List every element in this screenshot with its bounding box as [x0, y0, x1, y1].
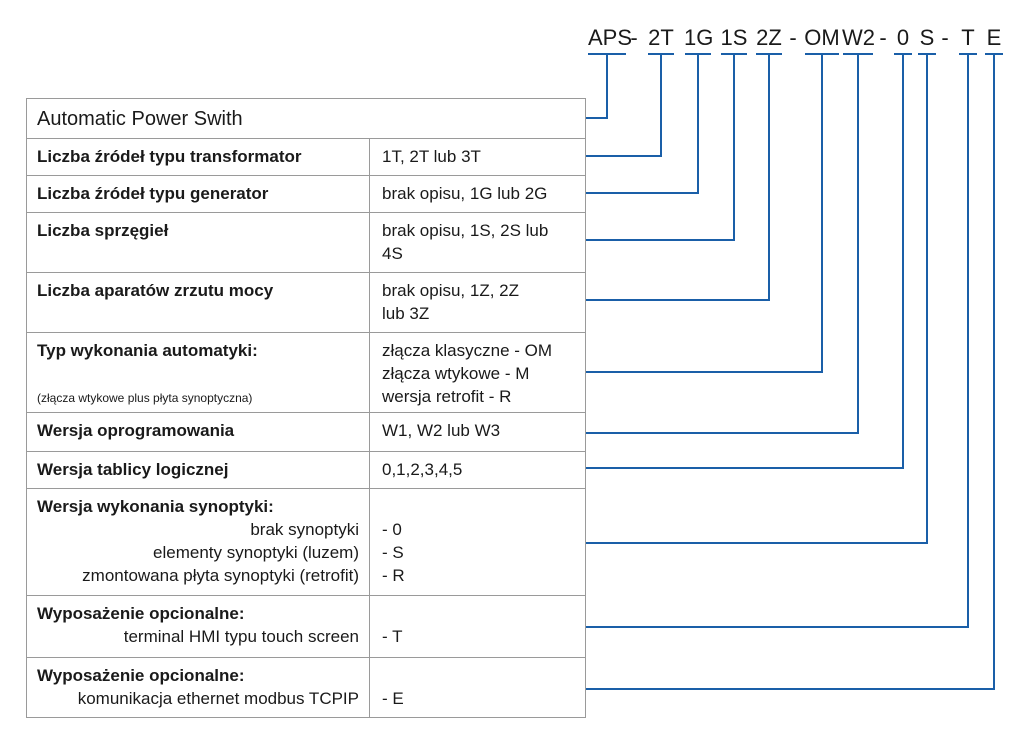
row-value-line: - 0 — [382, 520, 402, 539]
code-segment-generators: 1G — [684, 25, 714, 50]
row-value: 0,1,2,3,4,5 — [382, 460, 463, 479]
table-row: Typ wykonania automatyki: (złącza wtykow… — [27, 332, 585, 412]
code-underline — [756, 53, 782, 55]
row-label: Wersja oprogramowania — [37, 421, 235, 440]
code-underline — [843, 53, 873, 55]
row-sub-line: elementy synoptyki (luzem) — [153, 543, 359, 562]
row-value-line: wersja retrofit - R — [382, 387, 512, 406]
connector-software — [586, 54, 859, 434]
row-sub-line: komunikacja ethernet modbus TCPIP — [77, 689, 359, 708]
row-value-line: 4S — [382, 244, 403, 263]
row-value: - E — [382, 689, 404, 708]
code-segment-automation-type: OM — [804, 25, 840, 50]
code-underline — [959, 53, 977, 55]
code-underline — [588, 53, 626, 55]
table-row: Liczba aparatów zrzutu mocy brak opisu, … — [27, 272, 585, 332]
table-row: Wyposażenie opcionalne: komunikacja ethe… — [27, 657, 585, 718]
table-row: Liczba źródeł typu transformator 1T, 2T … — [27, 138, 585, 175]
row-value-line: złącza klasyczne - OM — [382, 341, 553, 360]
connector-logic-table — [586, 54, 904, 469]
row-label: Wersja wykonania synoptyki: — [37, 497, 274, 516]
connector-automation-type — [586, 54, 823, 373]
row-value: 1T, 2T lub 3T — [382, 147, 481, 166]
row-label: Wersja tablicy logicznej — [37, 460, 229, 479]
code-separator: - — [630, 25, 638, 50]
code-underline — [918, 53, 936, 55]
row-value-line: - S — [382, 543, 404, 562]
code-separator: - — [879, 25, 887, 50]
code-segment-hmi: T — [961, 25, 975, 50]
row-value-line: - R — [382, 566, 405, 585]
row-label: Wyposażenie opcionalne: — [37, 604, 245, 623]
table-row: Wyposażenie opcionalne: terminal HMI typ… — [27, 595, 585, 657]
row-value: - T — [382, 627, 403, 646]
code-separator: - — [941, 25, 949, 50]
row-sub-line: brak synoptyki — [250, 520, 359, 539]
row-note: (złącza wtykowe plus płyta synoptyczna) — [37, 391, 253, 405]
connector-aps — [586, 54, 608, 119]
spec-table: Automatic Power Swith Liczba źródeł typu… — [26, 98, 586, 718]
connector-synoptic — [586, 54, 928, 544]
row-label: Liczba źródeł typu generator — [37, 184, 269, 203]
code-segment-ethernet: E — [986, 25, 1002, 50]
row-value-line: złącza wtykowe - M — [382, 364, 530, 383]
code-segment-synoptic: S — [919, 25, 935, 50]
code-separator: - — [789, 25, 797, 50]
connector-hmi — [586, 54, 969, 628]
row-label: Typ wykonania automatyki: — [37, 341, 258, 360]
connector-load-shedding — [586, 54, 770, 301]
table-title-row: Automatic Power Swith — [27, 99, 585, 138]
connector-transformers — [586, 54, 662, 157]
row-value-line: lub 3Z — [382, 304, 430, 323]
code-underline — [721, 53, 747, 55]
row-label: Wyposażenie opcionalne: — [37, 666, 245, 685]
code-underline — [805, 53, 839, 55]
code-underline — [985, 53, 1003, 55]
row-label: Liczba aparatów zrzutu mocy — [37, 281, 274, 300]
code-segment-logic-table: 0 — [896, 25, 910, 50]
connector-couplers — [586, 54, 735, 241]
row-value-line: brak opisu, 1Z, 2Z — [382, 281, 520, 300]
code-segment-load-shedding: 2Z — [756, 25, 782, 50]
code-segment-software: W2 — [842, 25, 875, 50]
row-label: Liczba sprzęgieł — [37, 221, 169, 240]
row-value: brak opisu, 1G lub 2G — [382, 184, 548, 203]
connector-ethernet — [586, 54, 995, 690]
code-segment-couplers: 1S — [720, 25, 748, 50]
table-row: Wersja tablicy logicznej 0,1,2,3,4,5 — [27, 451, 585, 488]
table-row: Wersja oprogramowania W1, W2 lub W3 — [27, 412, 585, 451]
code-segment-transformers: 2T — [648, 25, 674, 50]
row-sub-line: terminal HMI typu touch screen — [123, 627, 359, 646]
table-row: Wersja wykonania synoptyki: brak synopty… — [27, 488, 585, 595]
code-underline — [685, 53, 711, 55]
connector-generators — [586, 54, 699, 194]
code-underline — [648, 53, 674, 55]
code-segment-aps: APS — [588, 25, 633, 50]
row-label: Liczba źródeł typu transformator — [37, 147, 302, 166]
table-row: Liczba źródeł typu generator brak opisu,… — [27, 175, 585, 212]
code-underline — [894, 53, 912, 55]
row-sub-line: zmontowana płyta synoptyki (retrofit) — [82, 566, 359, 585]
table-title: Automatic Power Swith — [37, 108, 243, 130]
table-row: Liczba sprzęgieł brak opisu, 1S, 2S lub … — [27, 212, 585, 272]
row-value: W1, W2 lub W3 — [382, 421, 501, 440]
row-value-line: brak opisu, 1S, 2S lub — [382, 221, 549, 240]
